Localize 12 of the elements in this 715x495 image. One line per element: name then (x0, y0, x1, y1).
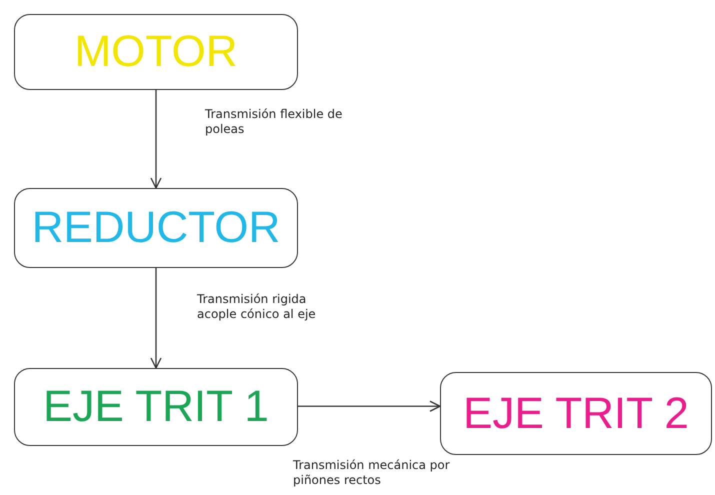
process-box (440, 372, 712, 455)
process-box (14, 368, 298, 446)
node-label: MOTOR (74, 27, 238, 77)
edge-label: Transmisión mecánica por piñones rectos (293, 458, 453, 488)
arrow (150, 268, 162, 369)
node-label: EJE TRIT 2 (463, 388, 689, 438)
process-box (14, 188, 298, 268)
node-label: REDUCTOR (32, 203, 280, 253)
arrow (150, 90, 162, 189)
arrow (298, 400, 441, 412)
process-box (14, 14, 298, 90)
node-label: EJE TRIT 1 (43, 382, 269, 432)
